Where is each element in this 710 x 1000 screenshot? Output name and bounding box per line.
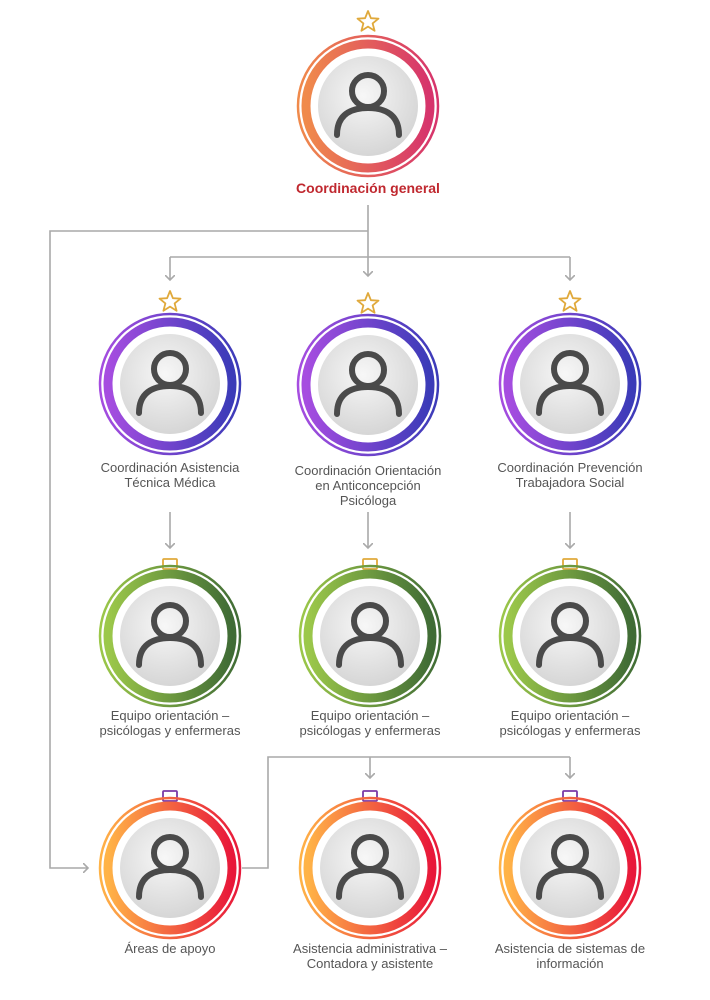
- node-label: Coordinación Orientación en Anticoncepci…: [294, 463, 442, 508]
- avatar-badge: [498, 564, 642, 708]
- user-icon: [334, 351, 402, 417]
- star-icon: [354, 290, 382, 318]
- connector-to-support: [49, 230, 368, 868]
- node-label: Coordinación general: [296, 180, 440, 196]
- user-icon: [336, 834, 404, 900]
- avatar-badge: [298, 796, 442, 940]
- node-label: Áreas de apoyo: [124, 941, 216, 956]
- user-icon: [536, 602, 604, 668]
- user-icon: [334, 72, 402, 138]
- avatar-badge: [98, 564, 242, 708]
- node-label: Equipo orientación – psicólogas y enferm…: [499, 708, 641, 738]
- avatar-badge: [296, 34, 440, 178]
- avatar-badge: [296, 313, 440, 457]
- avatar-badge: [98, 312, 242, 456]
- star-icon: [156, 288, 184, 316]
- node-label: Asistencia administrativa – Contadora y …: [293, 941, 447, 971]
- user-icon: [136, 834, 204, 900]
- star-icon: [354, 8, 382, 36]
- avatar-badge: [498, 312, 642, 456]
- avatar-badge: [98, 796, 242, 940]
- node-label: Asistencia de sistemas de información: [494, 941, 646, 971]
- user-icon: [536, 350, 604, 416]
- node-label: Coordinación Asistencia Técnica Médica: [100, 460, 240, 490]
- user-icon: [136, 350, 204, 416]
- node-label: Coordinación Prevención Trabajadora Soci…: [497, 460, 643, 490]
- connector-support-bus: [242, 756, 570, 869]
- user-icon: [136, 602, 204, 668]
- user-icon: [336, 602, 404, 668]
- node-label: Equipo orientación – psicólogas y enferm…: [299, 708, 441, 738]
- node-label: Equipo orientación – psicólogas y enferm…: [99, 708, 241, 738]
- avatar-badge: [298, 564, 442, 708]
- user-icon: [536, 834, 604, 900]
- star-icon: [556, 288, 584, 316]
- avatar-badge: [498, 796, 642, 940]
